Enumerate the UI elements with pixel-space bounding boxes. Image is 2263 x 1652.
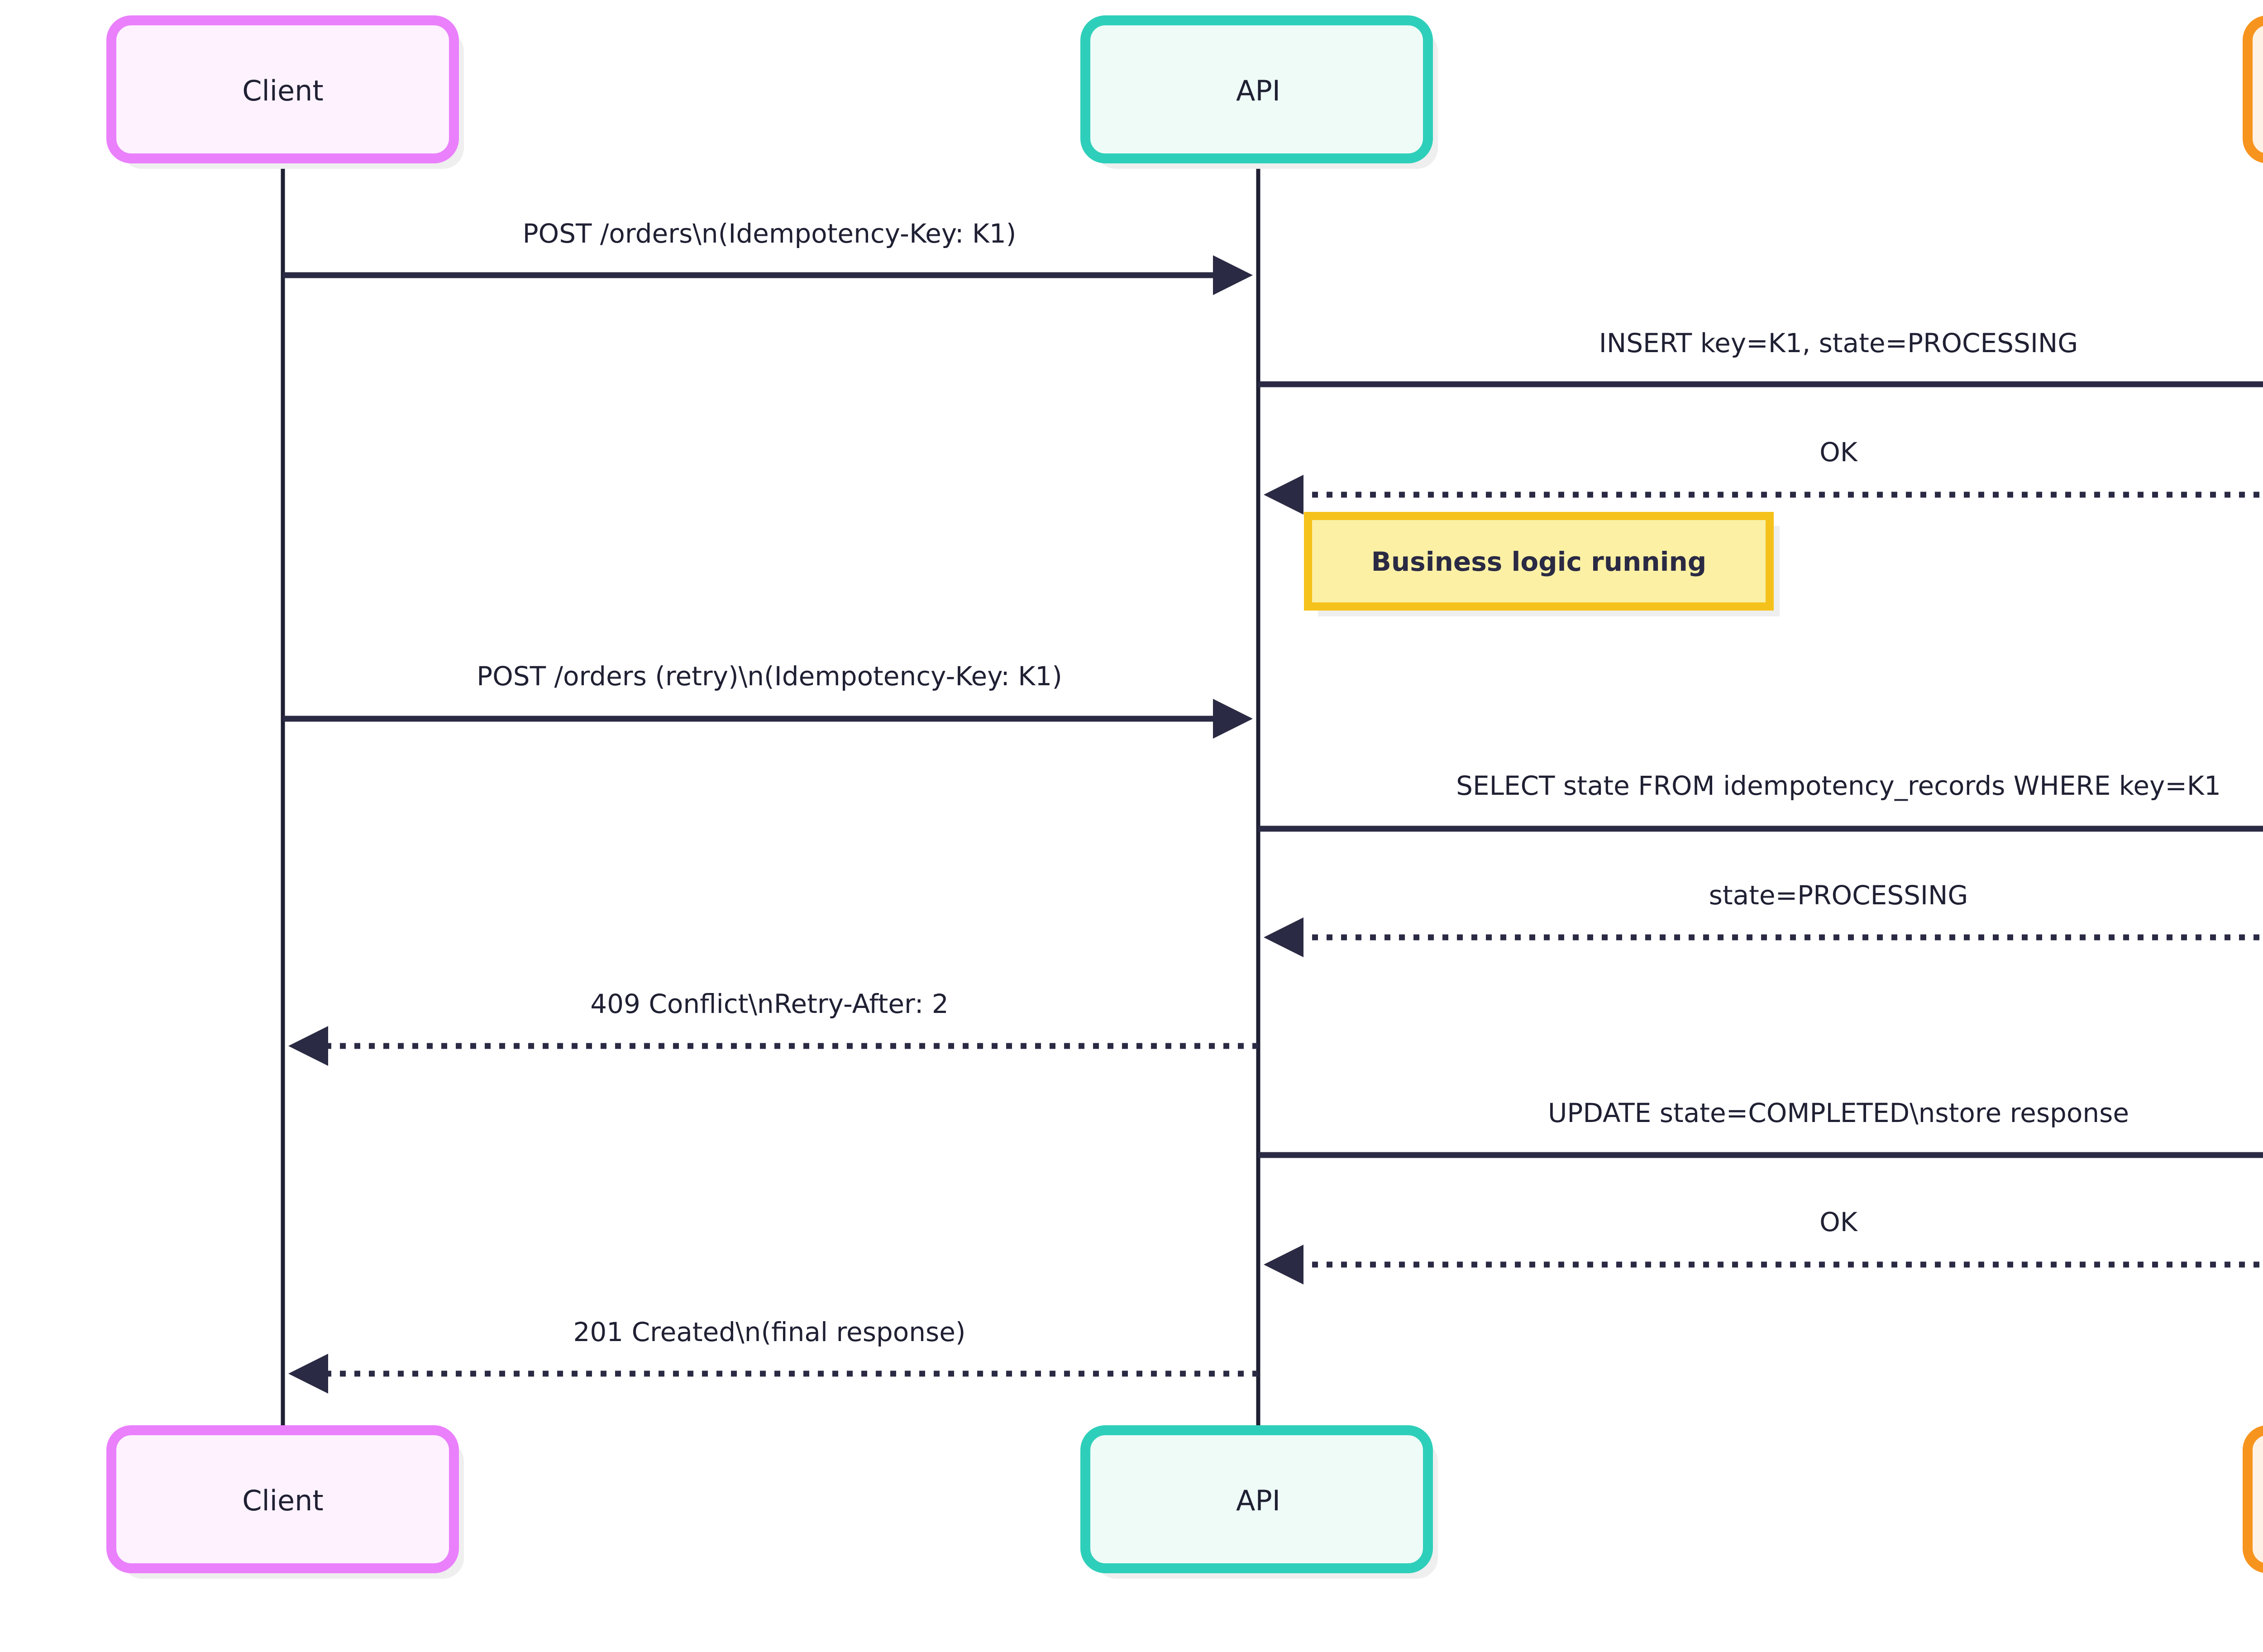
message-label-8: UPDATE state=COMPLETED\nstore response (1548, 1098, 2129, 1128)
actor-box-database-top[interactable]: Database (2243, 15, 2263, 169)
lifelines (281, 95, 1260, 1430)
actor-label-api-bottom: API (1236, 1484, 1280, 1517)
note-label-business-logic: Business logic running (1371, 546, 1707, 577)
message-label-7: 409 Conflict\nRetry-After: 2 (590, 988, 949, 1019)
actor-box-rect (106, 15, 459, 163)
message-label-10: 201 Created\n(final response) (573, 1317, 965, 1347)
actor-box-rect (106, 1425, 459, 1573)
actor-box-client-top[interactable]: Client (106, 15, 464, 169)
actor-label-client-bottom: Client (242, 1484, 324, 1517)
actor-label-client-top: Client (242, 74, 324, 107)
actor-box-database-bottom[interactable]: Database (2243, 1425, 2263, 1579)
message-3[interactable]: OK (1264, 437, 2263, 515)
message-label-4: POST /orders (retry)\n(Idempotency-Key: … (477, 661, 1062, 692)
message-6[interactable]: state=PROCESSING (1264, 880, 2263, 957)
actor-box-api-bottom[interactable]: API (1080, 1425, 1438, 1579)
arrowhead-left-9 (1264, 1245, 1303, 1284)
arrowhead-left-6 (1264, 917, 1303, 957)
message-label-5: SELECT state FROM idempotency_records WH… (1456, 770, 2221, 801)
message-label-9: OK (1819, 1207, 1858, 1237)
message-label-6: state=PROCESSING (1709, 880, 1968, 911)
message-7[interactable]: 409 Conflict\nRetry-After: 2 (288, 988, 1258, 1066)
message-10[interactable]: 201 Created\n(final response) (288, 1317, 1258, 1394)
message-4[interactable]: POST /orders (retry)\n(Idempotency-Key: … (283, 661, 1253, 739)
arrowhead-left-10 (288, 1354, 328, 1394)
actor-box-client-bottom[interactable]: Client (106, 1425, 464, 1579)
arrowhead-right-4 (1213, 699, 1253, 739)
actor-box-api-top[interactable]: API (1080, 15, 1438, 169)
actor-label-api-top: API (1236, 74, 1280, 107)
message-1[interactable]: POST /orders\n(Idempotency-Key: K1) (283, 218, 1253, 295)
message-label-1: POST /orders\n(Idempotency-Key: K1) (523, 218, 1017, 249)
note-business-logic[interactable]: Business logic running (1304, 512, 1780, 616)
actor-box-rect (2243, 15, 2263, 163)
arrowhead-right-1 (1213, 255, 1253, 295)
message-5[interactable]: SELECT state FROM idempotency_records WH… (1258, 770, 2263, 849)
actor-box-rect (1080, 15, 1433, 163)
actor-box-rect (1080, 1425, 1433, 1573)
message-2[interactable]: INSERT key=K1, state=PROCESSING (1258, 328, 2263, 404)
actor-box-rect (2243, 1425, 2263, 1573)
message-9[interactable]: OK (1264, 1207, 2263, 1284)
arrowhead-left-3 (1264, 475, 1303, 515)
message-8[interactable]: UPDATE state=COMPLETED\nstore response (1258, 1098, 2263, 1175)
note-rect (1304, 512, 1774, 611)
message-label-3: OK (1819, 437, 1858, 468)
message-label-2: INSERT key=K1, state=PROCESSING (1599, 328, 2078, 358)
arrowhead-left-7 (288, 1026, 328, 1066)
